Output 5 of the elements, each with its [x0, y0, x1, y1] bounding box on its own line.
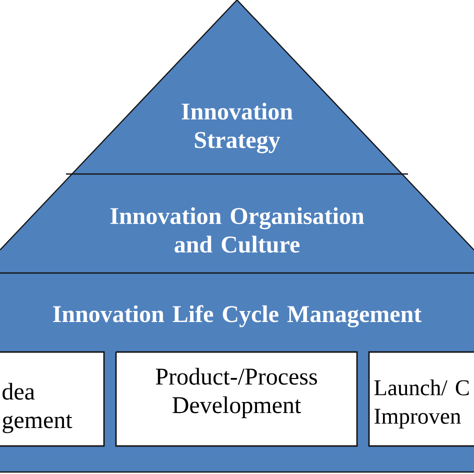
process-box: Launch/ C Improven: [368, 351, 474, 447]
band-section: Innovation Organisation and Culture: [0, 173, 474, 273]
process-box: dea gement: [0, 351, 105, 447]
triangle-section: Innovation Strategy: [72, 0, 402, 174]
process-box: Product-/Process Development: [115, 351, 358, 447]
